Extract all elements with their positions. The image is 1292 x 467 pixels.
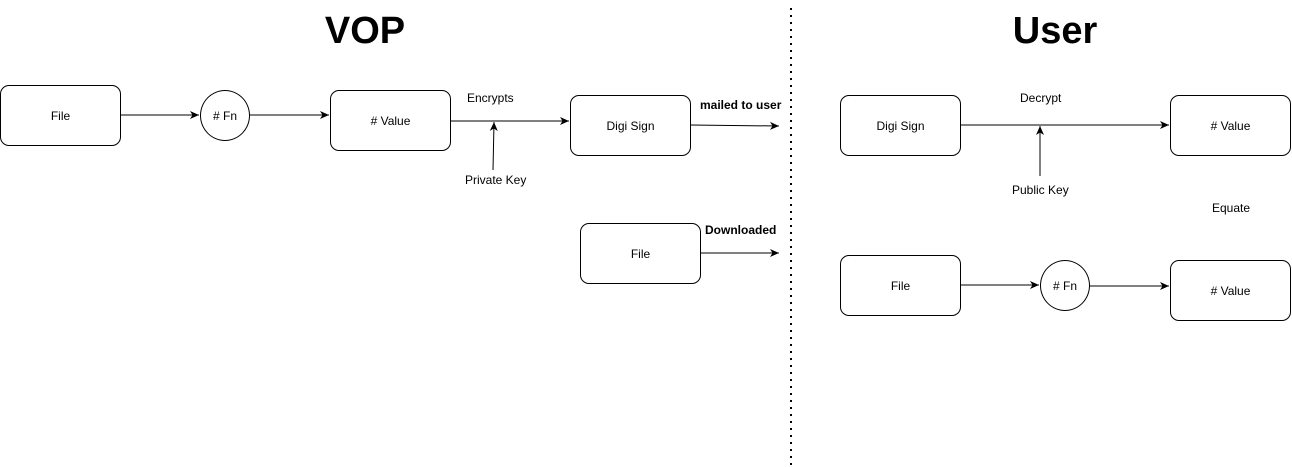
- arrow-mailed-to-user: [689, 121, 780, 130]
- user-file-box[interactable]: File: [840, 255, 961, 316]
- user-hash-fn-label: # Fn: [1052, 278, 1077, 293]
- vop-digi-sign-label: Digi Sign: [606, 118, 655, 133]
- vop-hash-value-box[interactable]: # Value: [330, 90, 451, 151]
- vop-title: VOP: [324, 10, 406, 52]
- user-computed-value-box[interactable]: # Value: [1170, 260, 1291, 321]
- vop-file-box[interactable]: File: [0, 85, 121, 146]
- arrow-private-key: [489, 121, 498, 171]
- user-file-label: File: [890, 278, 911, 293]
- vop-downloaded-file-label: File: [630, 246, 651, 261]
- user-digi-sign-label: Digi Sign: [876, 118, 925, 133]
- user-title: User: [1012, 10, 1098, 52]
- user-computed-value-label: # Value: [1210, 283, 1251, 298]
- vop-downloaded-file-box[interactable]: File: [580, 223, 701, 284]
- user-hash-value-box[interactable]: # Value: [1170, 95, 1291, 156]
- encrypts-label: Encrypts: [467, 91, 514, 105]
- vop-hash-value-label: # Value: [370, 113, 411, 128]
- vop-file-label: File: [50, 108, 71, 123]
- user-digi-sign-box[interactable]: Digi Sign: [840, 95, 961, 156]
- public-key-label: Public Key: [1012, 183, 1069, 197]
- user-hash-fn-circle[interactable]: # Fn: [1040, 260, 1090, 311]
- vop-digi-sign-box[interactable]: Digi Sign: [570, 95, 691, 156]
- user-hash-value-label: # Value: [1210, 118, 1251, 133]
- vop-hash-fn-circle[interactable]: # Fn: [200, 90, 250, 141]
- private-key-label: Private Key: [465, 173, 527, 187]
- downloaded-label: Downloaded: [705, 223, 777, 237]
- decrypt-label: Decrypt: [1020, 91, 1062, 105]
- mailed-to-user-label: mailed to user: [700, 98, 782, 112]
- equate-label: Equate: [1212, 201, 1251, 215]
- vop-hash-fn-label: # Fn: [212, 108, 237, 123]
